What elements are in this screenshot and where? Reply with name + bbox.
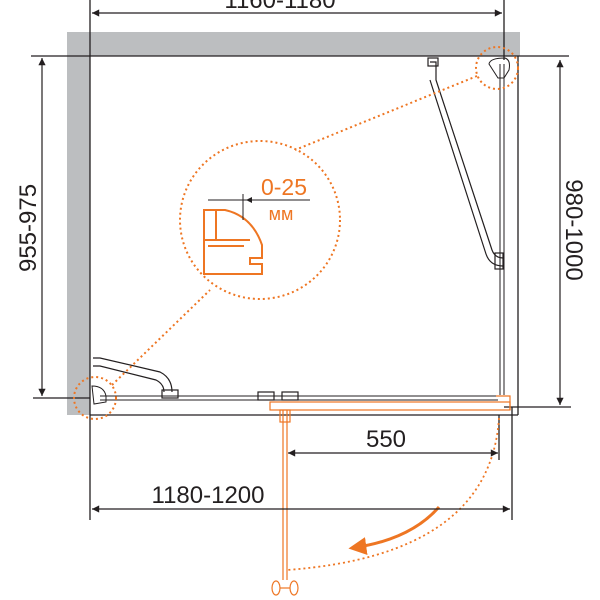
swing-door xyxy=(269,395,511,596)
dimension-lines xyxy=(38,9,564,513)
left-depth-label: 955-975 xyxy=(15,184,42,272)
tray-outline xyxy=(31,0,571,520)
bottom-width-label: 1180-1200 xyxy=(152,482,265,509)
right-depth-label: 980-1000 xyxy=(560,179,587,280)
adjustment-dimension xyxy=(208,194,310,220)
unit-label: мм xyxy=(269,204,294,224)
support-bars xyxy=(93,57,504,401)
wall xyxy=(67,32,520,415)
adjustment-label: 0-25 xyxy=(261,174,307,200)
profile-detail-icon xyxy=(203,209,263,275)
top-width-label: 1160-1180 xyxy=(224,0,335,14)
detail-callout xyxy=(73,46,519,420)
door-opening-label: 550 xyxy=(366,426,406,453)
glass-panels xyxy=(91,57,510,405)
